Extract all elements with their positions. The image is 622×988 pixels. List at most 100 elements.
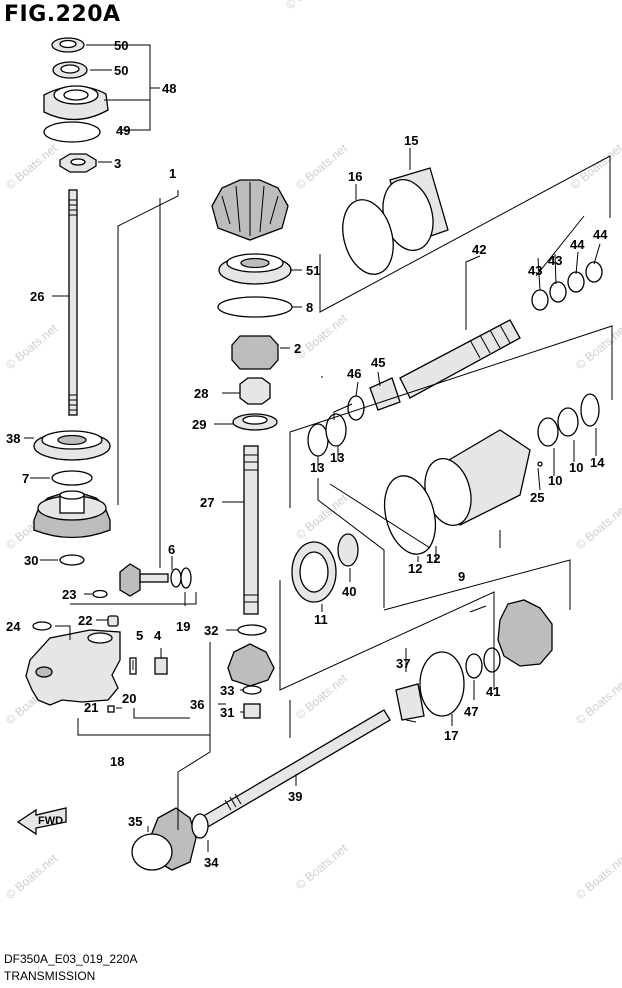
callout-8: 8 xyxy=(306,300,313,315)
callout-25: 25 xyxy=(530,490,544,505)
callout-36: 36 xyxy=(190,697,204,712)
propeller-shaft-39 xyxy=(199,709,391,829)
callout-43a: 43 xyxy=(528,263,542,278)
pin-22 xyxy=(107,615,119,627)
top-right-race-group xyxy=(342,167,449,275)
bracket-36 xyxy=(177,642,226,830)
propeller-shaft-42-splines xyxy=(469,324,511,359)
reverse-pinion-36 xyxy=(227,643,275,687)
shaft-27-splines xyxy=(244,454,258,603)
callout-32: 32 xyxy=(204,623,218,638)
drive-shaft-26-group xyxy=(68,189,78,416)
reverse-bearing-group xyxy=(291,533,359,603)
callout-12b: 12 xyxy=(426,551,440,566)
washer-41a xyxy=(465,653,483,679)
ring-34 xyxy=(191,813,209,839)
bearing-11-inner xyxy=(299,551,329,593)
prop-shaft-39-group xyxy=(131,709,391,871)
callout-22: 22 xyxy=(78,613,92,628)
bushing-43b xyxy=(549,281,567,303)
leaders-9-11-40 xyxy=(321,530,501,612)
bracket-9 xyxy=(289,325,613,508)
watermark-13: © Boats.net xyxy=(573,676,622,728)
callout-20: 20 xyxy=(122,691,136,706)
reverse-gear-group xyxy=(395,599,553,721)
leader-23-22-24-19 xyxy=(55,592,186,640)
o-ring-49 xyxy=(43,121,101,143)
leader-38-7-30 xyxy=(24,437,58,561)
seal-44b xyxy=(585,261,603,283)
o-ring-24 xyxy=(32,621,52,631)
bearing-47 xyxy=(395,683,425,721)
watermark-10: © Boats.net xyxy=(573,501,622,553)
callout-47: 47 xyxy=(464,704,478,719)
figure-title: FIG.220A xyxy=(4,2,121,27)
oil-seal-50-upper-bore xyxy=(59,39,77,49)
callout-10a: 10 xyxy=(548,473,562,488)
forward-gear-group xyxy=(211,179,293,719)
watermark-7: © Boats.net xyxy=(573,321,622,373)
clutch-dog-2 xyxy=(231,335,279,370)
leader-15-16 xyxy=(355,148,411,200)
ring-13a xyxy=(307,423,329,457)
bearing-40 xyxy=(337,533,359,567)
shift-housing-18-group xyxy=(25,629,168,713)
figure-code: DF350A_E03_019_220A xyxy=(4,952,138,966)
callout-48: 48 xyxy=(162,81,176,96)
ring-16 xyxy=(342,199,394,275)
shaft-27 xyxy=(243,445,259,615)
callout-50-lower: 50 xyxy=(114,63,128,78)
bracket-48 xyxy=(86,44,160,131)
callout-15: 15 xyxy=(404,133,418,148)
callout-27: 27 xyxy=(200,495,214,510)
watermark-6: © Boats.net xyxy=(293,311,351,363)
figure-name: TRANSMISSION xyxy=(4,969,96,983)
pin-21 xyxy=(107,705,115,713)
watermark-14: © Boats.net xyxy=(3,851,61,903)
washer-35 xyxy=(131,833,173,871)
shift-housing-18-port xyxy=(35,666,53,678)
callout-13a: 13 xyxy=(310,460,324,475)
cam-seal-19a xyxy=(170,568,182,588)
o-ring-14 xyxy=(580,393,600,427)
bracket-42 xyxy=(319,155,611,420)
callout-37: 37 xyxy=(396,656,410,671)
bushing-45 xyxy=(369,377,401,411)
watermark-15: © Boats.net xyxy=(293,841,351,893)
shift-cam-6-shaft xyxy=(139,573,169,583)
pinion-bearing-group xyxy=(33,430,111,566)
leaders-10-14-25 xyxy=(537,428,597,491)
shift-housing-18 xyxy=(25,629,121,706)
callout-3: 3 xyxy=(114,156,121,171)
leader-lines xyxy=(24,44,613,852)
drive-shaft-26 xyxy=(68,189,78,416)
watermark-4: © Boats.net xyxy=(568,141,622,193)
callout-14: 14 xyxy=(590,455,605,470)
watermark-2: © Boats.net xyxy=(283,0,341,12)
nut-4 xyxy=(154,657,168,675)
nut-31 xyxy=(243,703,261,719)
shift-housing-18-bore xyxy=(87,632,113,644)
drive-shaft-26-splines xyxy=(69,199,77,411)
callout-13b: 13 xyxy=(330,450,344,465)
callout-5: 5 xyxy=(136,628,143,643)
shim-8 xyxy=(217,296,293,318)
callout-30: 30 xyxy=(24,553,38,568)
o-ring-17 xyxy=(419,651,465,717)
callout-31: 31 xyxy=(220,705,234,720)
bearing-38-bore xyxy=(57,434,87,446)
fwd-arrow-icon xyxy=(16,807,67,836)
fwd-arrow: FWD xyxy=(16,807,67,836)
forward-gear-teeth xyxy=(221,182,279,236)
callout-40: 40 xyxy=(342,584,356,599)
seal-44a xyxy=(567,271,585,293)
leader-6 xyxy=(159,198,173,570)
callout-labels: 50 50 48 49 3 1 26 38 7 30 6 23 22 19 24… xyxy=(6,38,608,870)
callout-42: 42 xyxy=(472,242,486,257)
cam-seal-19b xyxy=(180,567,192,589)
callout-38: 38 xyxy=(6,431,20,446)
washer-33 xyxy=(242,685,262,695)
callout-16: 16 xyxy=(348,169,362,184)
callout-7: 7 xyxy=(22,471,29,486)
